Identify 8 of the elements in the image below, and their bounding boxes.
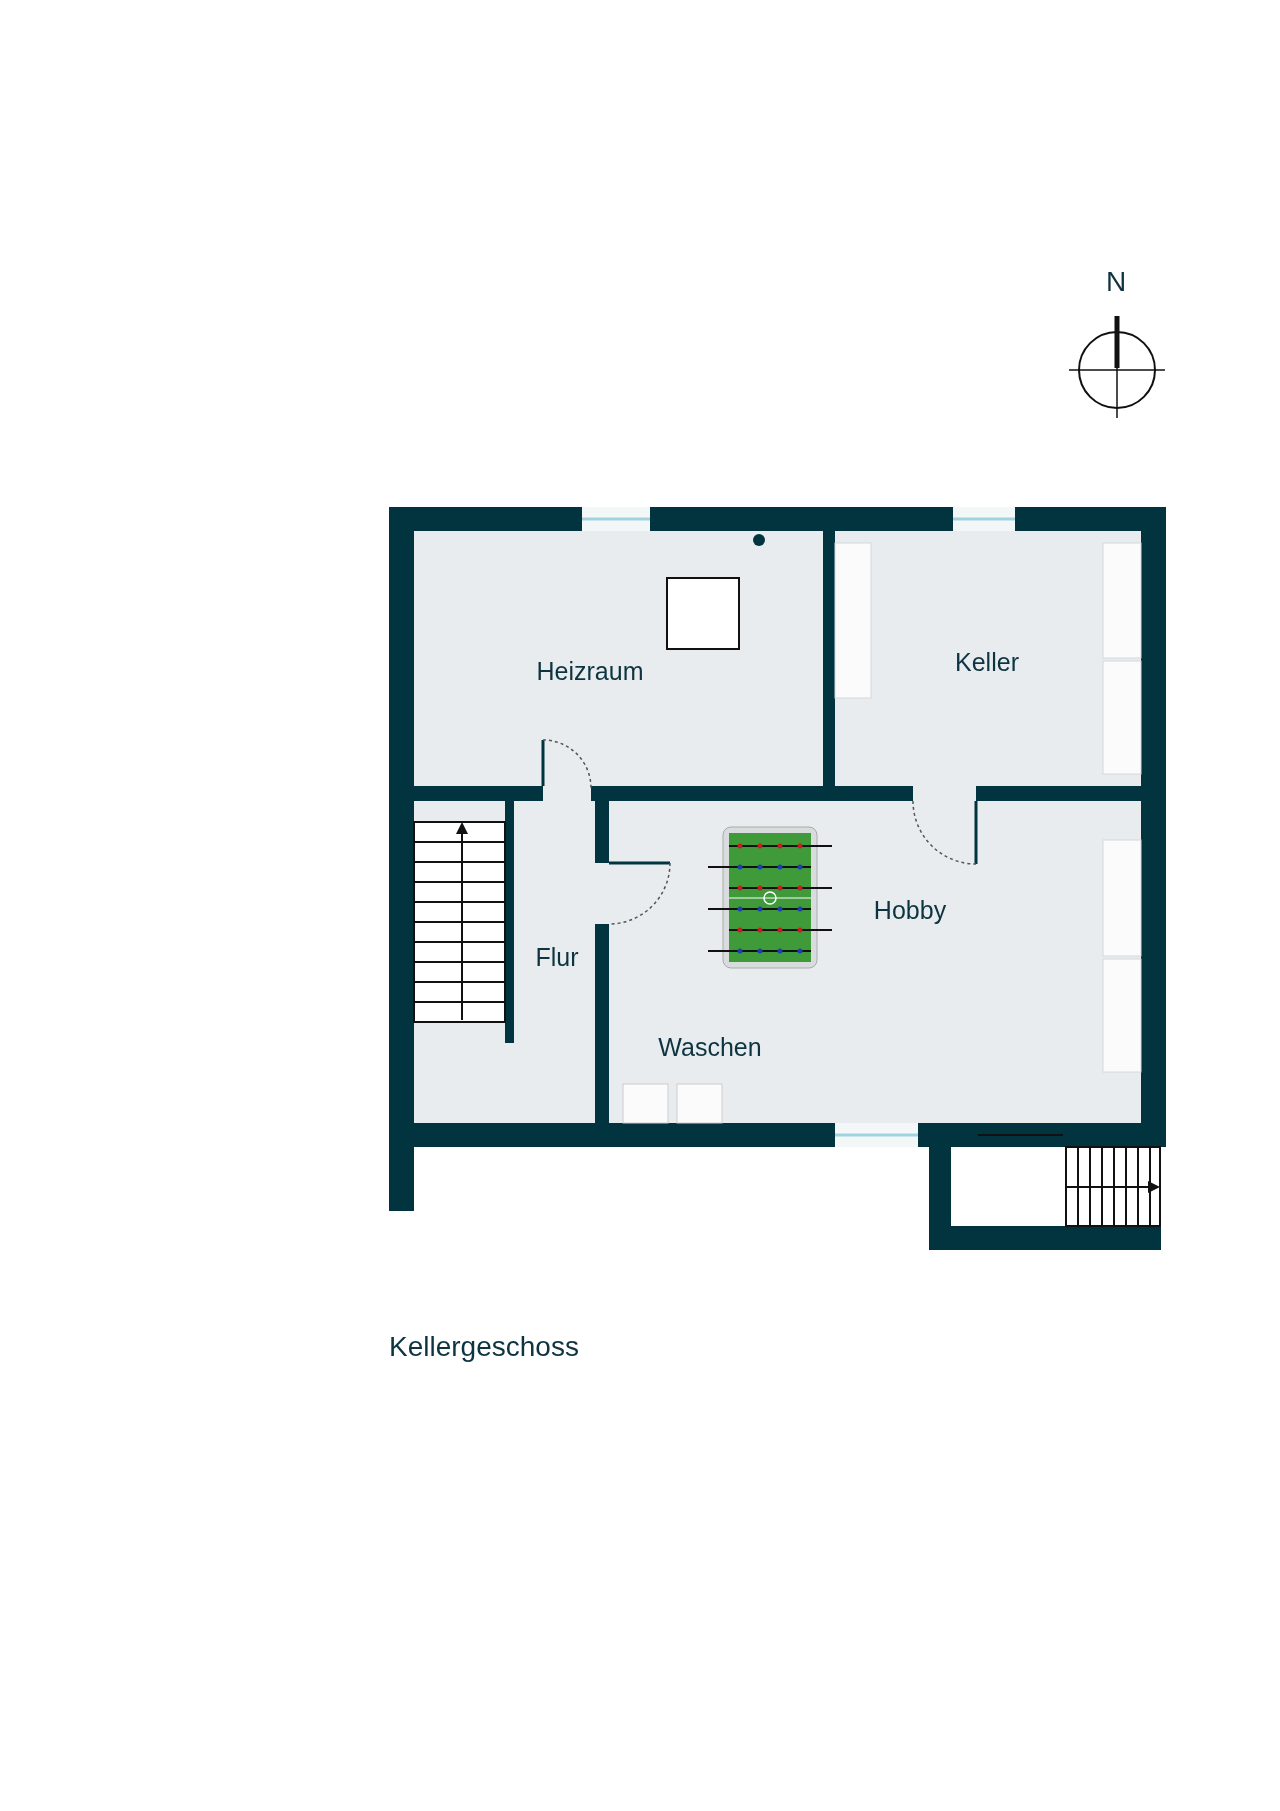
room-label: Keller [955,647,1019,677]
room-label: Waschen [658,1032,762,1062]
north-label: N [1106,266,1127,298]
room-label: Flur [535,942,579,972]
room-label: Hobby [873,895,947,925]
room-label: Heizraum [536,656,644,686]
floor-caption: Kellergeschoss [389,1331,579,1363]
room-floor [414,531,823,786]
